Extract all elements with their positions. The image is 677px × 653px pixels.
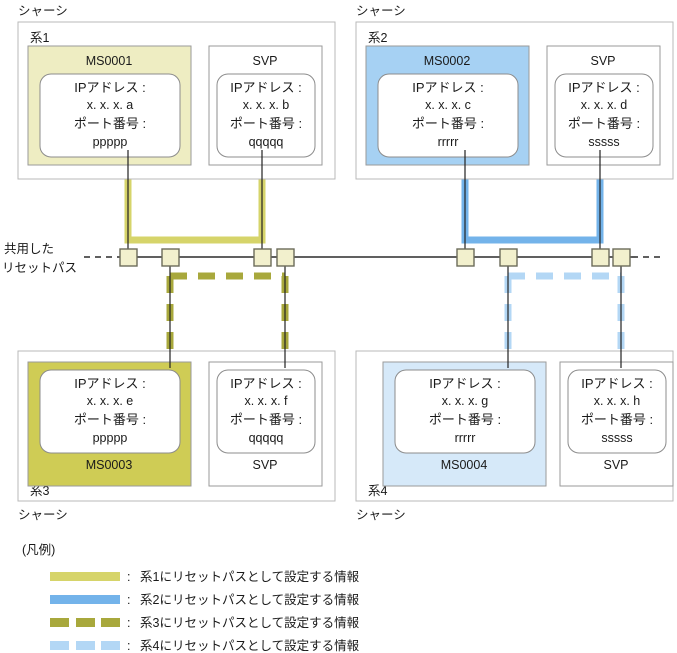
port-label-ms0004: ポート番号 : [429,412,501,427]
port-label-ms0002: ポート番号 : [412,116,484,131]
ip-label-svp-kei1: IPアドレス : [230,80,302,95]
port-label-ms0001: ポート番号 : [74,116,146,131]
chassis-label-kei1: シャーシ [18,4,68,18]
unit-name-ms0002: MS0002 [424,54,471,68]
port-value-ms0002: rrrrr [438,135,459,149]
ip-value-ms0003: x. x. x. e [87,394,134,408]
system-label-kei4: 系4 [368,484,388,498]
chassis-label-kei3: シャーシ [18,508,68,522]
unit-name-ms0001: MS0001 [86,54,133,68]
info-box-svp-kei2 [554,73,654,158]
unit-name-svp-kei4: SVP [603,458,628,472]
port-label-ms0003: ポート番号 : [74,412,146,427]
system-label-kei3: 系3 [30,484,50,498]
unit-name-svp-kei3: SVP [252,458,277,472]
ip-value-ms0001: x. x. x. a [87,98,134,112]
ip-value-ms0004: x. x. x. g [442,394,489,408]
port-value-ms0003: ppppp [93,431,128,445]
legend-swatch-kei4 [50,641,120,650]
connector-6[interactable] [499,248,518,267]
shared-path-label-line1: 共用した [4,242,54,256]
ip-label-ms0003: IPアドレス : [74,376,146,391]
legend-separator-kei3: : [127,616,130,630]
legend-separator-kei2: : [127,593,130,607]
port-label-svp-kei3: ポート番号 : [230,412,302,427]
connector-7[interactable] [591,248,610,267]
unit-name-ms0004: MS0004 [441,458,488,472]
system-label-kei2: 系2 [368,31,388,45]
connector-8[interactable] [612,248,631,267]
ip-label-svp-kei4: IPアドレス : [581,376,653,391]
legend-separator-kei4: : [127,639,130,653]
ip-value-ms0002: x. x. x. c [425,98,471,112]
ip-label-ms0004: IPアドレス : [429,376,501,391]
info-box-svp-kei3 [216,369,316,454]
info-box-ms0004 [394,369,536,454]
legend-swatch-kei2 [50,595,120,604]
info-box-ms0002 [377,73,519,158]
port-label-svp-kei1: ポート番号 : [230,116,302,131]
ip-value-svp-kei4: x. x. x. h [594,394,641,408]
legend-text-kei2: 系2にリセットパスとして設定する情報 [140,593,360,607]
connector-4[interactable] [276,248,295,267]
legend-text-kei4: 系4にリセットパスとして設定する情報 [140,639,360,653]
unit-name-ms0003: MS0003 [86,458,133,472]
legend-swatch-kei1 [50,572,120,581]
port-value-svp-kei4: sssss [601,431,632,445]
connector-5[interactable] [456,248,475,267]
ip-label-svp-kei2: IPアドレス : [568,80,640,95]
port-label-svp-kei4: ポート番号 : [581,412,653,427]
shared-path-label-line2: リセットパス [2,261,77,275]
info-box-svp-kei1 [216,73,316,158]
info-box-ms0003 [39,369,181,454]
connector-1[interactable] [119,248,138,267]
port-value-svp-kei2: sssss [588,135,619,149]
legend-swatch-kei3 [50,618,120,627]
legend-text-kei3: 系3にリセットパスとして設定する情報 [140,616,360,630]
ip-label-svp-kei3: IPアドレス : [230,376,302,391]
chassis-label-kei2: シャーシ [356,4,406,18]
unit-name-svp-kei2: SVP [590,54,615,68]
ip-label-ms0001: IPアドレス : [74,80,146,95]
legend-separator-kei1: : [127,570,130,584]
port-value-svp-kei3: qqqqq [249,431,284,445]
unit-name-svp-kei1: SVP [252,54,277,68]
ip-value-svp-kei3: x. x. x. f [244,394,288,408]
connector-2[interactable] [161,248,180,267]
port-value-svp-kei1: qqqqq [249,135,284,149]
port-value-ms0001: ppppp [93,135,128,149]
ip-value-svp-kei2: x. x. x. d [581,98,628,112]
system-label-kei1: 系1 [30,31,50,45]
info-box-svp-kei4 [567,369,667,454]
connector-3[interactable] [253,248,272,267]
info-box-ms0001 [39,73,181,158]
port-value-ms0004: rrrrr [455,431,476,445]
legend-title: (凡例) [22,543,55,557]
ip-label-ms0002: IPアドレス : [412,80,484,95]
ip-value-svp-kei1: x. x. x. b [243,98,290,112]
legend-text-kei1: 系1にリセットパスとして設定する情報 [140,570,360,584]
chassis-label-kei4: シャーシ [356,508,406,522]
port-label-svp-kei2: ポート番号 : [568,116,640,131]
